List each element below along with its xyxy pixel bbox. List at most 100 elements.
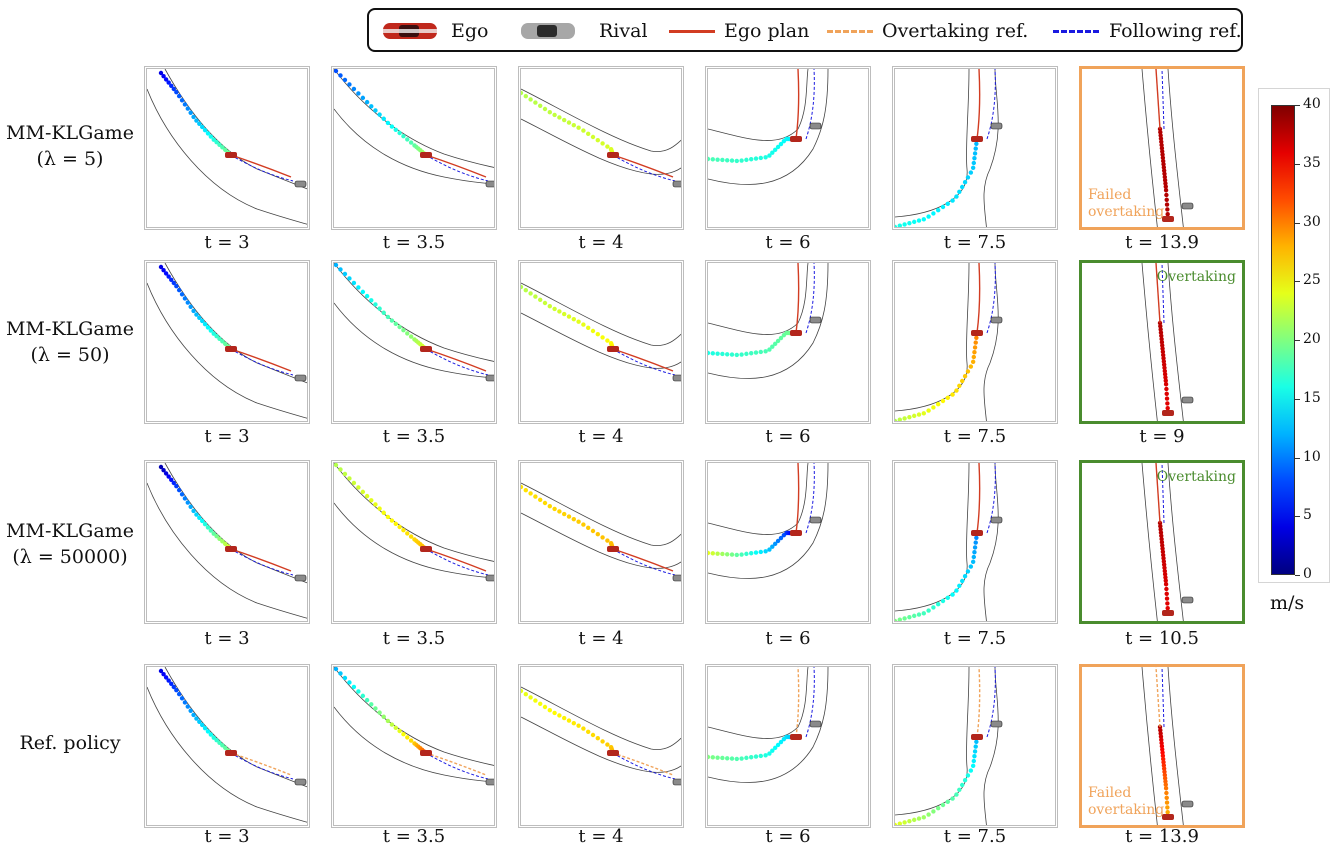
ego-speed-dot <box>1163 378 1168 383</box>
ego-speed-dot <box>214 738 219 743</box>
track-inner-edge <box>708 667 809 739</box>
ego-speed-dot <box>169 277 174 282</box>
rival-car <box>485 374 494 382</box>
ego-speed-dot <box>342 675 348 681</box>
ego-speed-dot <box>1160 155 1166 160</box>
ego-speed-dot <box>373 706 378 711</box>
rival-car <box>485 574 494 582</box>
trajectory-panel: Overtaking <box>1079 460 1245 624</box>
ego-speed-dot <box>1163 184 1168 189</box>
ego-speed-dot <box>542 300 548 306</box>
track-drawing <box>708 667 829 783</box>
time-label: t = 3.5 <box>382 826 446 847</box>
ego-speed-dot <box>926 608 931 613</box>
time-label: t = 7.5 <box>943 628 1007 649</box>
ego-speed-dot <box>342 271 348 277</box>
ego-speed-dot <box>749 551 754 556</box>
ego-plan-line <box>795 463 800 534</box>
ego-speed-dot <box>566 120 572 125</box>
trajectory-panel <box>892 664 1058 828</box>
ego-speed-dot <box>393 725 398 730</box>
ego-speed-dot <box>957 383 962 388</box>
ego-speed-dot <box>590 732 596 738</box>
ego-speed-dot <box>931 809 936 814</box>
ego-speed-dot <box>945 595 950 600</box>
ego-speed-dot <box>1163 181 1168 186</box>
ego-speed-dot <box>1160 750 1165 755</box>
ego-speed-dot <box>744 755 749 761</box>
trajectory-panel <box>518 460 684 624</box>
following-ref-swatch <box>1053 30 1099 33</box>
ego-speed-dot <box>767 547 772 552</box>
ego-speed-dot <box>1164 197 1169 202</box>
ego-speed-dot <box>970 763 976 768</box>
ego-speed-dot <box>1161 168 1167 173</box>
ego-speed-dot <box>710 551 715 556</box>
ego-speed-dot <box>542 106 548 112</box>
ego-speed-dot <box>1161 165 1167 170</box>
ego-speed-dot <box>965 773 971 778</box>
track-drawing <box>147 667 307 823</box>
ego-speed-dot <box>954 388 959 393</box>
ego-speed-dot <box>1160 152 1165 157</box>
ego-speed-dot <box>334 667 339 672</box>
ego-speed-dot <box>973 146 978 151</box>
ego-speed-dot <box>921 411 926 416</box>
ego-speed-dot <box>401 134 406 139</box>
following-ref-line <box>1161 667 1165 728</box>
track-drawing <box>895 667 1003 825</box>
ego-speed-dot <box>377 306 382 311</box>
ego-speed-dot <box>342 471 348 477</box>
track-inner-edge <box>164 263 307 384</box>
ego-speed-dot <box>1159 139 1164 144</box>
ego-speed-dot <box>773 147 778 152</box>
trajectory-panel <box>144 260 310 424</box>
ego-speed-dot <box>1165 406 1170 411</box>
ego-speed-dot <box>926 214 931 219</box>
ego-speed-dot <box>1164 795 1169 800</box>
ego-speed-dot <box>595 736 600 741</box>
ego-speed-dot <box>385 718 391 724</box>
time-label: t = 4 <box>578 426 624 447</box>
colorbar-tick-mark <box>1295 516 1300 518</box>
ego-speed-dot <box>163 271 169 276</box>
trajectory-panel <box>705 460 871 624</box>
ego-speed-dot <box>220 145 225 150</box>
ego-speed-dot <box>720 755 725 761</box>
track-inner-edge <box>895 69 970 218</box>
ego-speed-dot <box>1158 527 1163 532</box>
ego-speed-dot <box>523 288 528 293</box>
ego-speed-dot <box>1164 192 1169 198</box>
ego-speed-dot <box>208 134 214 139</box>
ego-speed-dot <box>528 291 533 296</box>
ego-speed-dot <box>171 480 176 486</box>
ego-speed-dot <box>1163 382 1169 387</box>
ego-speed-dot <box>972 151 978 156</box>
ego-speed-dot <box>185 704 190 709</box>
rival-car <box>294 374 307 382</box>
ego-speed-dot <box>523 94 528 99</box>
ego-speed-dot <box>590 134 596 140</box>
ego-speed-dot <box>1159 142 1164 148</box>
ego-speed-dot <box>576 125 581 130</box>
ego-speed-dot <box>739 352 744 357</box>
rival-car <box>485 778 494 786</box>
ego-plan-line <box>976 263 981 334</box>
row-label-3: MM-KLGame(λ = 50000) <box>6 520 134 568</box>
ego-speed-dot <box>1158 327 1163 332</box>
ego-speed-dot <box>571 122 576 128</box>
ego-speed-dot <box>720 551 725 557</box>
ego-speed-dot <box>775 338 781 344</box>
ego-speed-dot <box>347 82 352 87</box>
ego-speed-dot <box>912 817 917 823</box>
ego-speed-dot <box>401 732 406 737</box>
track-inner-edge <box>164 463 307 584</box>
colorbar-tick-label: 35 <box>1303 154 1321 171</box>
ego-speed-dot <box>970 165 976 170</box>
ego-speed-dot <box>338 467 343 472</box>
ego-speed-dot <box>360 289 366 295</box>
ego-speed-dot <box>533 494 538 499</box>
time-label: t = 9 <box>1139 426 1185 447</box>
ego-speed-dot <box>895 822 898 825</box>
